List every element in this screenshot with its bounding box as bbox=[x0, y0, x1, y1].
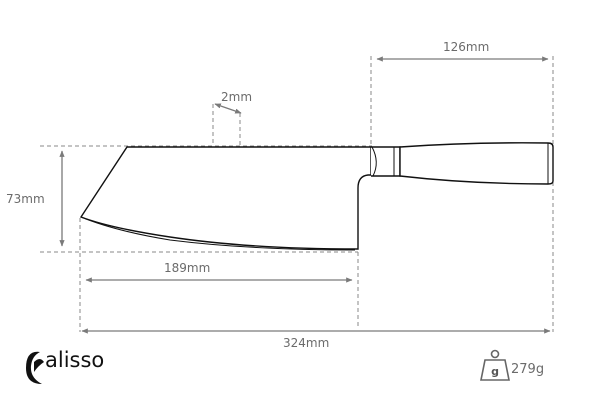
weight-icon bbox=[480, 349, 510, 381]
knife-outline bbox=[79, 142, 554, 251]
brand-name: alisso bbox=[45, 348, 105, 372]
blade-height-label: 73mm bbox=[6, 192, 45, 206]
brand-logo-mark bbox=[26, 351, 44, 384]
total-length-label: 324mm bbox=[283, 336, 330, 350]
weight-icon-letter: g bbox=[491, 365, 499, 378]
spine-thickness-label: 2mm bbox=[221, 90, 253, 104]
bolster bbox=[371, 146, 401, 177]
guide-lines bbox=[40, 56, 554, 332]
spine-thickness-arrow bbox=[214, 103, 242, 114]
weight-label: 279g bbox=[511, 362, 545, 377]
blade-length-label: 189mm bbox=[164, 261, 211, 275]
blade-edge bbox=[80, 216, 356, 251]
blade bbox=[79, 146, 372, 250]
dimension-arrows bbox=[59, 56, 551, 334]
handle-length-label: 126mm bbox=[443, 40, 490, 54]
handle bbox=[399, 142, 554, 185]
